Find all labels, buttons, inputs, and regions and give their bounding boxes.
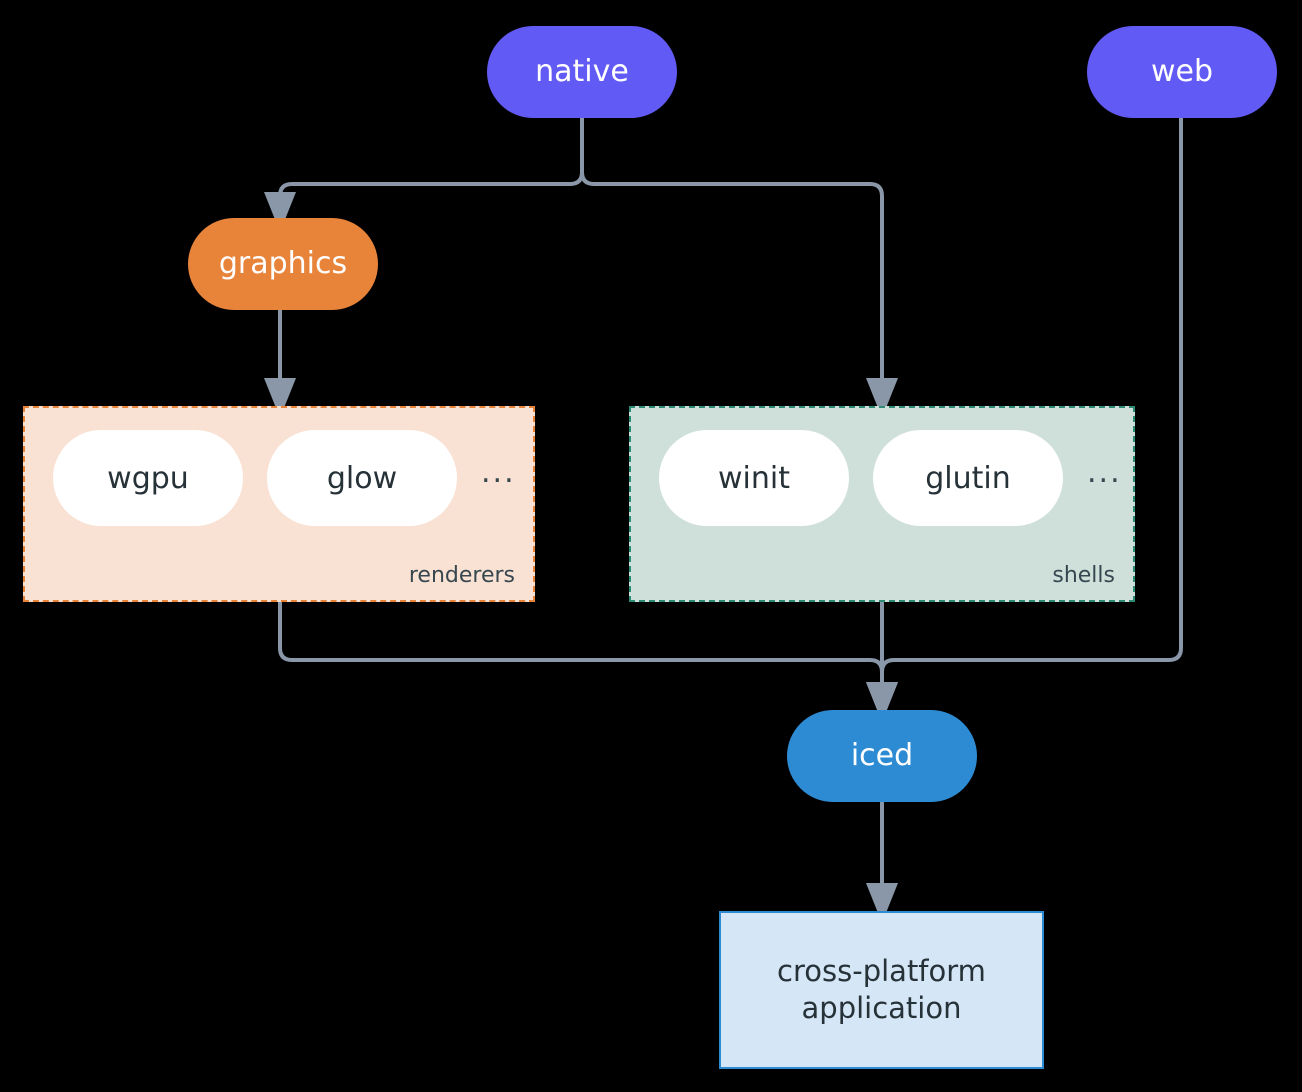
node-graphics[interactable]: graphics (188, 218, 378, 310)
leaf-wgpu-label: wgpu (107, 460, 189, 496)
cluster-renderers-items: wgpu glow ... (25, 430, 533, 526)
node-application[interactable]: cross-platform application (719, 911, 1044, 1069)
node-graphics-label: graphics (218, 245, 348, 281)
node-web-label: web (1150, 53, 1214, 89)
edge-native-split (264, 118, 584, 232)
node-iced[interactable]: iced (787, 710, 977, 802)
node-iced-label: iced (850, 737, 914, 773)
edge-native-shells (580, 118, 898, 418)
leaf-winit-label: winit (718, 460, 790, 496)
node-native-label: native (535, 53, 629, 89)
cluster-renderers-label: renderers (408, 563, 515, 588)
node-application-line2: application (801, 991, 962, 1025)
cluster-shells-label: shells (1052, 563, 1115, 588)
cluster-shells: winit glutin ... shells (629, 406, 1135, 602)
renderers-overflow-ellipsis: ... (481, 455, 516, 490)
node-native[interactable]: native (487, 26, 677, 118)
leaf-glow-label: glow (326, 460, 398, 496)
cluster-shells-items: winit glutin ... (631, 430, 1133, 526)
cluster-renderers: wgpu glow ... renderers (23, 406, 535, 602)
leaf-glow[interactable]: glow (267, 430, 457, 526)
leaf-glutin[interactable]: glutin (873, 430, 1063, 526)
leaf-wgpu[interactable]: wgpu (53, 430, 243, 526)
node-application-line1: cross-platform (777, 953, 986, 988)
leaf-winit[interactable]: winit (659, 430, 849, 526)
shells-overflow-ellipsis: ... (1087, 455, 1122, 490)
edge-renderers-iced (278, 602, 898, 722)
node-web[interactable]: web (1087, 26, 1277, 118)
leaf-glutin-label: glutin (925, 460, 1011, 496)
